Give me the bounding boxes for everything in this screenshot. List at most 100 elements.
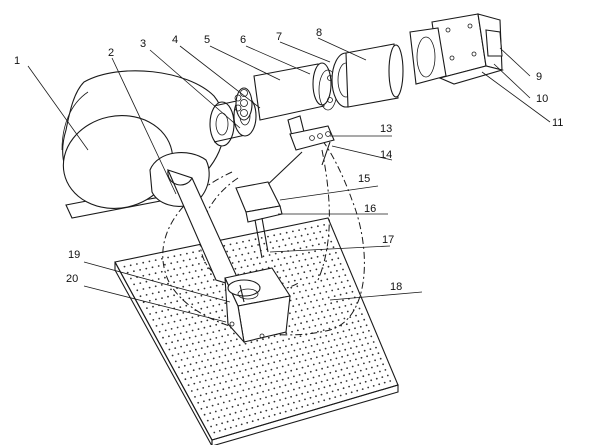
- plate-hole: [359, 338, 361, 341]
- plate-hole: [270, 394, 273, 397]
- plate-hole: [290, 243, 293, 245]
- callout-13: 13: [380, 123, 392, 135]
- plate-hole: [291, 318, 294, 320]
- plate-hole: [271, 259, 274, 262]
- plate-hole: [194, 396, 196, 398]
- plate-hole: [229, 243, 232, 246]
- plate-hole: [309, 239, 312, 241]
- plate-hole: [279, 372, 281, 375]
- plate-hole: [208, 385, 210, 388]
- plate-hole: [325, 334, 328, 337]
- plate-hole: [238, 357, 241, 360]
- plate-hole: [259, 371, 261, 374]
- plate-hole: [304, 398, 306, 401]
- plate-hole: [356, 389, 359, 392]
- plate-hole: [248, 401, 251, 403]
- plate-hole: [307, 295, 310, 298]
- plate-hole: [324, 303, 327, 306]
- plate-hole: [307, 365, 309, 367]
- plate-hole: [281, 251, 283, 254]
- plate-hole: [345, 380, 348, 382]
- plate-hole: [246, 265, 249, 267]
- plate-hole: [218, 342, 221, 345]
- plate-hole: [298, 260, 301, 262]
- plate-hole: [363, 318, 366, 321]
- plate-hole: [239, 383, 242, 386]
- plate-hole: [262, 417, 265, 419]
- plate-hole: [251, 420, 254, 423]
- plate-hole: [224, 328, 227, 331]
- plate-hole: [299, 278, 302, 281]
- plate-hole: [342, 330, 345, 333]
- plate-hole: [323, 316, 326, 319]
- plate-hole: [179, 306, 182, 308]
- plate-hole: [341, 312, 343, 314]
- plate-hole: [191, 303, 194, 306]
- plate-hole: [326, 392, 328, 394]
- plate-hole: [214, 397, 217, 400]
- plate-hole: [212, 357, 215, 360]
- plate-hole: [292, 261, 295, 264]
- plate-hole: [223, 415, 226, 417]
- plate-hole: [317, 401, 320, 403]
- plate-hole: [235, 425, 238, 427]
- plate-hole: [179, 280, 182, 282]
- plate-hole: [186, 252, 188, 255]
- plate-hole: [256, 392, 259, 394]
- plate-hole: [290, 356, 293, 359]
- plate-hole: [262, 390, 264, 393]
- callout-15: 15: [358, 173, 370, 185]
- plate-hole: [213, 431, 216, 434]
- callout-19: 20: [66, 273, 78, 285]
- plate-hole: [375, 346, 377, 349]
- plate-hole: [272, 247, 274, 249]
- callout-11: 11: [552, 117, 563, 129]
- plate-hole: [200, 268, 203, 271]
- plate-hole: [200, 307, 203, 310]
- plate-hole: [293, 336, 296, 339]
- plate-hole: [355, 314, 357, 317]
- plate-hole: [209, 286, 212, 288]
- plate-hole: [296, 285, 299, 288]
- plate-hole: [250, 341, 253, 344]
- plate-hole: [279, 233, 282, 235]
- callout-4: 4: [172, 34, 178, 46]
- plate-hole: [167, 295, 169, 298]
- plate-hole: [164, 276, 166, 279]
- plate-hole: [323, 224, 325, 226]
- plate-hole: [315, 395, 317, 398]
- plate-hole: [273, 265, 276, 268]
- plate-hole: [357, 320, 360, 323]
- plate-hole: [308, 251, 310, 254]
- plate-hole: [251, 407, 254, 409]
- plate-hole: [276, 406, 279, 409]
- plate-hole: [213, 384, 216, 386]
- plate-hole: [161, 323, 164, 326]
- plate-hole: [348, 385, 350, 388]
- plate-hole: [381, 376, 384, 378]
- plate-hole: [383, 381, 386, 384]
- plate-hole: [265, 396, 267, 399]
- plate-hole: [246, 421, 249, 424]
- plate-hole: [355, 358, 357, 361]
- plate-hole: [216, 389, 219, 392]
- plate-hole: [344, 305, 347, 307]
- plate-hole: [194, 283, 197, 285]
- plate-hole: [259, 384, 262, 387]
- dashed-enclosure: [162, 139, 365, 336]
- plate-hole: [322, 254, 325, 257]
- plate-hole: [256, 365, 258, 368]
- plate-hole: [244, 342, 247, 345]
- plate-hole: [194, 322, 197, 325]
- plate-hole: [351, 321, 354, 324]
- plate-hole: [136, 263, 138, 265]
- plate-hole: [335, 370, 337, 373]
- plate-hole: [164, 263, 166, 266]
- callout-14: 14: [380, 149, 392, 161]
- plate-hole: [188, 271, 191, 274]
- plate-hole: [300, 265, 303, 268]
- plate-hole: [304, 372, 307, 375]
- plate-hole: [350, 303, 353, 306]
- plate-hole: [210, 273, 212, 275]
- plate-hole: [320, 393, 323, 396]
